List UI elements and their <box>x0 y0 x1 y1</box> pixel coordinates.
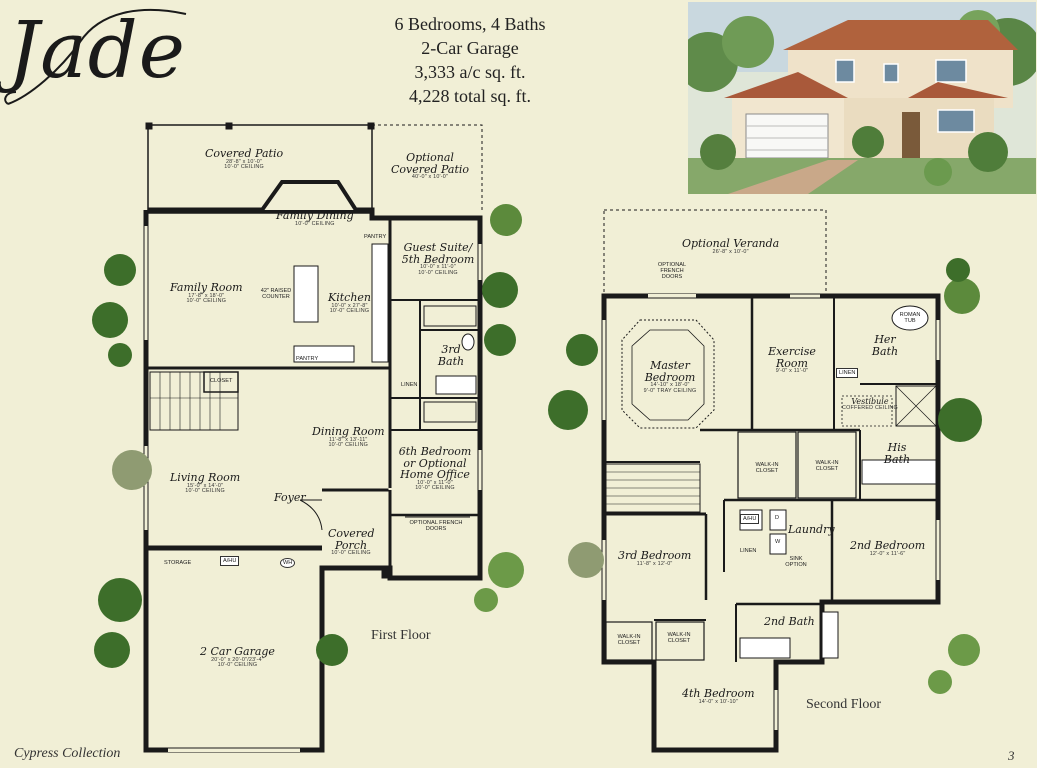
room-kitchen: Kitchen 10'-0" x 27'-8" 10'-0" CEILING <box>328 291 371 315</box>
house-elevation-illustration <box>688 2 1036 194</box>
room-family-dining: Family Dining 10'-0" CEILING <box>276 209 354 227</box>
room-optional-veranda: Optional Veranda 26'-8" x 10'-0" <box>682 237 780 255</box>
title-swash <box>4 8 187 105</box>
room-4th-bedroom: 4th Bedroom 14'-0" x 10'-10" <box>682 687 755 705</box>
tag-linen-laundry: LINEN <box>740 548 757 554</box>
tag-french-doors-second: OPTIONAL FRENCH DOORS <box>657 262 687 281</box>
room-his-bath: His Bath <box>883 441 911 466</box>
plan-specs: 6 Bedrooms, 4 Baths 2-Car Garage 3,333 a… <box>360 12 580 108</box>
collection-name: Cypress Collection <box>14 746 121 761</box>
spec-ac-sqft: 3,333 a/c sq. ft. <box>414 62 526 82</box>
spec-bedrooms: 6 Bedrooms, 4 Baths <box>394 14 546 34</box>
room-dining-room: Dining Room 11'-8" x 13'-11" 10'-0" CEIL… <box>312 425 385 449</box>
room-her-bath: Her Bath <box>871 333 899 358</box>
room-optional-covered-patio: Optional Covered Patio 40'-0" x 10'-0" <box>390 151 470 181</box>
room-family-room: Family Room 17'-8" x 18'-0" 10'-0" CEILI… <box>170 281 243 305</box>
tag-ahu-first: A/HU <box>220 556 240 567</box>
tag-washer: W <box>775 539 781 545</box>
room-laundry: Laundry <box>788 523 835 536</box>
tag-walk-in-1: WALK-IN CLOSET <box>755 462 779 475</box>
room-3rd-bath: 3rd Bath <box>437 343 465 368</box>
tag-walk-in-3: WALK-IN CLOSET <box>617 634 641 647</box>
room-6th-bedroom: 6th Bedroom or Optional Home Office 10'-… <box>398 445 472 492</box>
room-2-car-garage: 2 Car Garage 20'-0" x 20'-0"/23'-4" 10'-… <box>200 645 275 669</box>
room-covered-porch: Covered Porch 10'-0" CEILING <box>328 527 375 557</box>
tag-raised-counter: 42" RAISED COUNTER <box>260 288 292 301</box>
tag-closet: CLOSET <box>210 378 233 384</box>
tag-pantry-top: PANTRY <box>364 234 387 240</box>
tag-ahu-second: A/HU <box>740 514 760 525</box>
room-covered-patio: Covered Patio 28'-8" x 10'-0" 10'-0" CEI… <box>205 147 284 171</box>
spec-garage: 2-Car Garage <box>421 38 519 58</box>
tag-linen: LINEN <box>401 382 418 388</box>
room-guest-suite: Guest Suite/ 5th Bedroom 10'-0" x 11'-0"… <box>401 241 475 276</box>
room-vestibule: Vestibule COFFERED CEILING <box>842 397 898 412</box>
label-first-floor: First Floor <box>371 628 431 643</box>
room-exercise: Exercise Room 9'-0" x 11'-0" <box>768 345 816 375</box>
covered-patio-outline <box>147 124 373 214</box>
tag-pantry-bottom: PANTRY <box>296 356 319 362</box>
tag-walk-in-2: WALK-IN CLOSET <box>815 460 839 473</box>
room-living-room: Living Room 15'-0" x 14'-0" 10'-0" CEILI… <box>170 471 241 495</box>
plan-title: Jade <box>8 6 186 96</box>
room-3rd-bedroom: 3rd Bedroom 11'-8" x 12'-0" <box>618 549 692 567</box>
tag-sink-option: SINK OPTION <box>785 556 807 569</box>
tag-water-heater: WH <box>280 558 296 569</box>
room-2nd-bedroom: 2nd Bedroom 12'-0" x 11'-6" <box>850 539 926 557</box>
tag-storage: STORAGE <box>164 560 192 566</box>
tag-linen-top: LINEN <box>836 368 859 379</box>
tag-walk-in-4: WALK-IN CLOSET <box>667 632 691 645</box>
tag-dryer: D <box>775 515 780 521</box>
tag-french-doors: OPTIONAL FRENCH DOORS <box>409 520 463 533</box>
label-second-floor: Second Floor <box>806 697 882 712</box>
tag-roman-tub: ROMAN TUB <box>899 312 921 325</box>
room-2nd-bath: 2nd Bath <box>764 615 815 628</box>
room-foyer: Foyer <box>274 491 306 504</box>
page-number: 3 <box>1008 748 1015 763</box>
room-master-bedroom: Master Bedroom 14'-10" x 18'-0" 9'-0" TR… <box>643 359 697 394</box>
spec-total-sqft: 4,228 total sq. ft. <box>409 86 531 106</box>
